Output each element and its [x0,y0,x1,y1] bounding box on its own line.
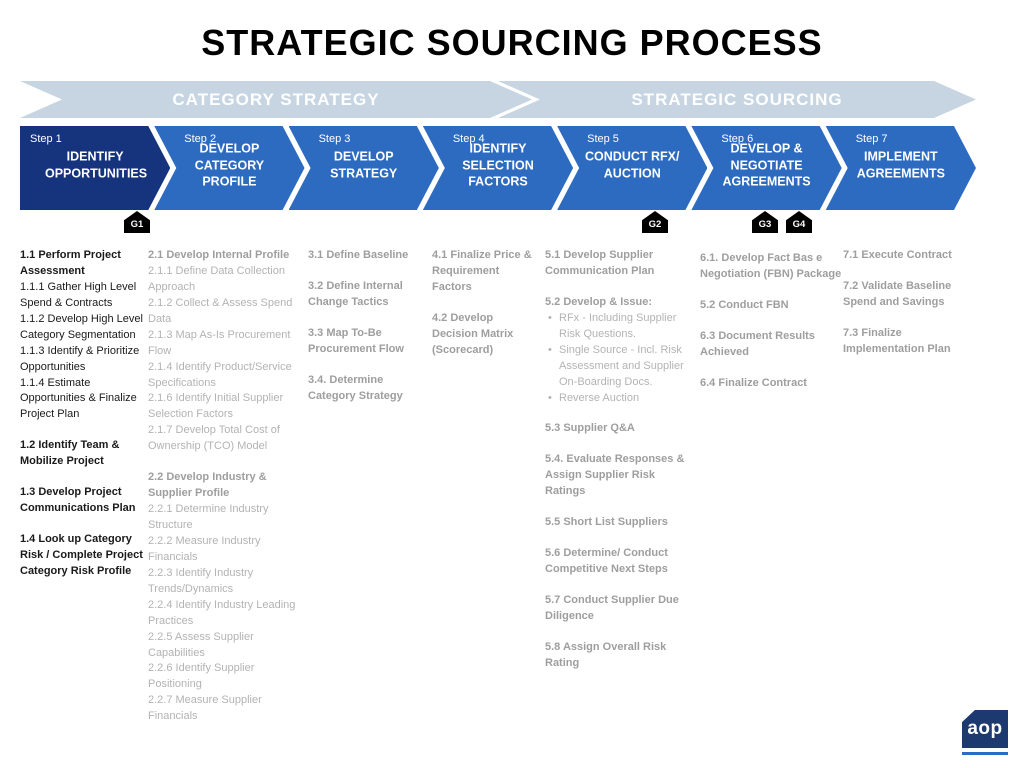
task-item: 5.1 Develop Supplier Communication Plan [545,249,655,277]
step-4-chevron: Step 4 IDENTIFY SELECTION FACTORS [423,126,573,210]
step-number: Step 6 [721,133,754,145]
step-7-chevron: Step 7 IMPLEMENT AGREEMENTS [826,126,976,210]
task-item: 5.7 Conduct Supplier Due Diligence [545,594,679,622]
step-2-task-list: 2.1 Develop Internal Profile 2.1.1 Define… [148,248,300,725]
page-title: STRATEGIC SOURCING PROCESS [201,22,823,63]
step-title: DEVELOP CATEGORY PROFILE [194,141,265,189]
task-item: 1.4 Look up Category Risk / Complete Pro… [20,533,143,577]
task-item: 2.1.2 Collect & Assess Spend Data [148,296,293,325]
aop-logo: aop [962,710,1008,755]
phase-banner-strategic-sourcing: STRATEGIC SOURCING [498,81,976,118]
task-item: 2.2.3 Identify Industry Trends/Dynamics [148,566,254,595]
gate-marker-g4: G4 [786,211,812,233]
task-item: 6.3 Document Results Achieved [700,329,815,358]
phase-banner-label: STRATEGIC SOURCING [631,89,843,109]
step-number: Step 7 [855,133,888,145]
phase-banner-category-strategy: CATEGORY STRATEGY [20,81,532,118]
step-title: DEVELOP STRATEGY [330,149,398,181]
aop-logo-mark: aop [962,710,1008,748]
step-title: CONDUCT RFX/ AUCTION [585,149,680,181]
step-title: DEVELOP & NEGOTIATE AGREEMENTS [722,141,811,189]
task-item: 1.1.3 Identify & Prioritize Opportunitie… [20,344,140,373]
task-item: 2.1.6 Identify Initial Supplier Selectio… [148,392,284,421]
step-6-task-list: 6.1. Develop Fact Bas e Negotiation (FBN… [700,251,842,392]
step-3-task-list: 3.1 Define Baseline 3.2 Define Internal C… [308,248,416,405]
phase-banner-label: CATEGORY STRATEGY [172,89,380,109]
step-7-task-list: 7.1 Execute Contract 7.2 Validate Baselin… [843,248,967,358]
task-item: 2.2.5 Assess Supplier Capabilities [148,630,254,659]
task-item: 5.2 Conduct FBN [700,298,789,311]
task-item: 5.8 Assign Overall Risk Rating [545,640,667,669]
step-5-task-list: 5.1 Develop Supplier Communication Plan 5… [545,248,687,672]
task-item: 2.2.4 Identify Industry Leading Practice… [148,598,296,627]
task-item: 2.1.4 Identify Product/Service Specifica… [148,360,292,389]
task-item: 3.1 Define Baseline [308,249,409,261]
aop-logo-underline [962,752,1008,755]
task-item: 7.1 Execute Contract [843,249,952,261]
gate-marker-g1: G1 [124,211,150,233]
task-item: 2.2.6 Identify Supplier Positioning [148,662,255,691]
task-item: 2.2.2 Measure Industry Financials [148,534,261,563]
task-item: 2.1.7 Develop Total Cost of Ownership (T… [148,424,280,453]
task-item: 4.2 Develop Decision Matrix (Scorecard) [432,311,514,356]
task-item: 2.1.1 Define Data Collection Approach [148,264,285,293]
gate-marker-g2: G2 [642,211,668,233]
task-item: 2.2.7 Measure Supplier Financials [148,694,262,723]
step-number: Step 1 [30,133,62,145]
step-3-chevron: Step 3 DEVELOP STRATEGY [289,126,439,210]
step-4-task-list: 4.1 Finalize Price & Requirement Factors… [432,248,540,359]
task-item: 5.4. Evaluate Responses & Assign Supplie… [545,453,685,498]
task-item: 7.2 Validate Baseline Spend and Savings [843,279,952,308]
step-title: IDENTIFY SELECTION FACTORS [462,141,534,189]
step-1-task-list: 1.1 Perform Project Assessment 1.1.1 Gath… [20,248,148,580]
task-item: 5.3 Supplier Q&A [545,422,635,435]
task-item: 3.3 Map To-Be Procurement Flow [308,326,404,355]
task-item: RFx - Including Supplier Risk Questions. [545,311,687,343]
task-item: 7.3 Finalize Implementation Plan [843,326,951,355]
task-item: 2.2 Develop Industry & Supplier Profile [148,471,267,500]
task-item: 5.6 Determine/ Conduct Competitive Next … [545,547,668,576]
task-item: 5.2 Develop & Issue: [545,295,652,308]
task-item: 1.1.1 Gather High Level Spend & Contract… [20,280,137,309]
gate-marker-g3: G3 [752,211,778,233]
step-title: IDENTIFY OPPORTUNITIES [45,149,148,181]
task-item: Single Source - Incl. Risk Assessment an… [545,343,687,391]
step-1-chevron: Step 1 IDENTIFY OPPORTUNITIES [20,126,170,210]
step-title: IMPLEMENT AGREEMENTS [856,149,945,181]
task-item: 3.2 Define Internal Change Tactics [308,279,403,308]
step-2-chevron: Step 2 DEVELOP CATEGORY PROFILE [154,126,304,210]
task-item: 2.2.1 Determine Industry Structure [148,503,269,531]
step-number: Step 5 [587,133,619,145]
task-item: 2.1 Develop Internal Profile [148,249,290,261]
task-item: 1.1 Perform Project Assessment [20,249,121,277]
task-item: 4.1 Finalize Price & Requirement Factors [432,249,532,293]
step-number: Step 3 [318,133,351,145]
task-item: 6.4 Finalize Contract [700,376,807,389]
task-item: 5.5 Short List Suppliers [545,516,668,529]
task-item: 2.1.3 Map As-Is Procurement Flow [148,328,291,357]
task-item: 3.4. Determine Category Strategy [308,373,403,402]
task-item: 1.2 Identify Team & Mobilize Project [20,439,120,468]
step-number: Step 4 [452,133,485,145]
step-5-chevron: Step 5 CONDUCT RFX/ AUCTION [557,126,707,210]
step-number: Step 2 [184,133,217,145]
task-item: 1.1.4 Estimate Opportunities & Finalize … [20,376,137,421]
task-item: 6.1. Develop Fact Bas e Negotiation (FBN… [700,252,842,280]
process-step-chevrons: Step 1 IDENTIFY OPPORTUNITIES Step 2 DEV… [20,126,976,210]
step-6-chevron: Step 6 DEVELOP & NEGOTIATE AGREEMENTS [691,126,841,210]
task-item: Reverse Auction [545,391,687,407]
task-item: 1.1.2 Develop High Level Category Segmen… [20,312,143,341]
task-item: 1.3 Develop Project Communications Plan [20,486,136,515]
